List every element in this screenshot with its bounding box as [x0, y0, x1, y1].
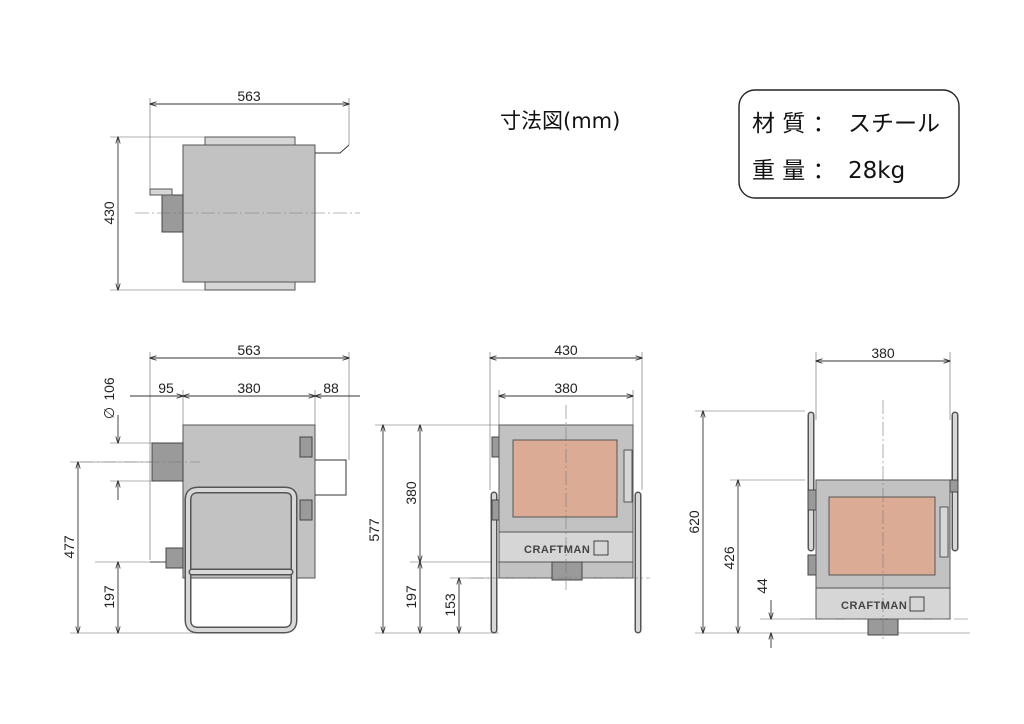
side-total-width-dim: 563: [237, 342, 261, 358]
raised-bottom-offset-dim: 44: [754, 578, 770, 594]
raised-view: 380 620 426 44 CRAFTMAN: [686, 345, 970, 648]
front-outer-width-dim: 430: [554, 342, 578, 358]
weight-label: 重 量 ：: [752, 158, 836, 184]
spec-box: 材 質 ： スチール 重 量 ： 28kg: [738, 89, 960, 199]
raised-total-height-dim: 620: [686, 510, 702, 534]
raised-brand-logo: CRAFTMAN: [841, 600, 907, 612]
diameter-symbol: ∅: [101, 407, 117, 419]
side-leg-height-dim: 197: [101, 585, 117, 609]
top-width-dim: 563: [237, 88, 261, 104]
top-depth-dim: 430: [101, 201, 117, 225]
side-left-offset-dim: 95: [158, 380, 174, 396]
front-view: 430 380 577 380 197 153 CRAFTMAN: [366, 342, 650, 633]
raised-width-dim: 380: [871, 345, 895, 361]
side-body-width-dim: 380: [237, 380, 261, 396]
material-value: スチール: [848, 111, 940, 137]
material-label: 材 質 ：: [752, 111, 836, 137]
weight-value: 28kg: [848, 158, 905, 184]
front-leg-height-dim: 197: [403, 585, 419, 609]
pipe-height-dim: 477: [61, 535, 77, 559]
pipe-diameter-dim: 106: [101, 377, 117, 401]
side-view: 563 95 380 88 106 ∅ 477 197: [61, 342, 360, 633]
side-right-offset-dim: 88: [323, 380, 339, 396]
front-bottom-height-dim: 153: [442, 593, 458, 617]
front-body-height-dim: 380: [403, 481, 419, 505]
drawing-title: 寸法図(mm): [500, 109, 620, 133]
front-brand-logo: CRAFTMAN: [524, 544, 590, 556]
front-inner-width-dim: 380: [554, 380, 578, 396]
top-view: 563 430: [101, 88, 360, 290]
front-total-height-dim: 577: [366, 518, 382, 542]
raised-handle-height-dim: 426: [721, 546, 737, 570]
